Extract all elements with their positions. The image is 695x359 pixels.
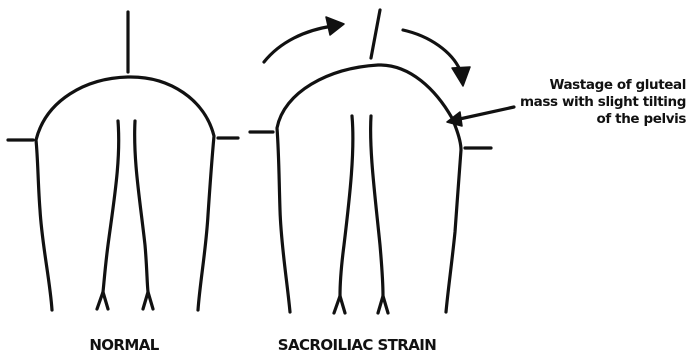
normal-left-leg-line [103, 121, 119, 292]
rotation-arrow-left-head [326, 17, 344, 35]
rotation-arrow-right [403, 30, 460, 70]
strain-left-leg-line [340, 116, 353, 296]
strain-left-foot-mark [334, 296, 345, 313]
annotation-line-3: of the pelvis [597, 111, 687, 127]
strain-right-foot-mark [378, 296, 388, 313]
strain-tilted-midline-marker [371, 10, 380, 58]
rotation-arrow-left [264, 26, 333, 62]
normal-buttock-outline [36, 77, 214, 310]
normal-left-foot-mark [97, 292, 108, 309]
annotation-line-1: Wastage of gluteal [549, 77, 686, 93]
annotation-line-2: mass with slight tilting [520, 94, 686, 110]
normal-right-foot-mark [143, 292, 153, 309]
rotation-arrow-right-head [452, 67, 470, 86]
strain-caption: SACROILIAC STRAIN [278, 336, 436, 354]
normal-right-leg-line [135, 121, 148, 292]
strain-right-leg-line [371, 116, 383, 296]
strain-buttock-outline [277, 65, 461, 312]
strain-figure [250, 10, 514, 313]
normal-figure [8, 12, 238, 310]
annotation-pointer-line [455, 107, 514, 120]
normal-caption: NORMAL [89, 336, 159, 354]
